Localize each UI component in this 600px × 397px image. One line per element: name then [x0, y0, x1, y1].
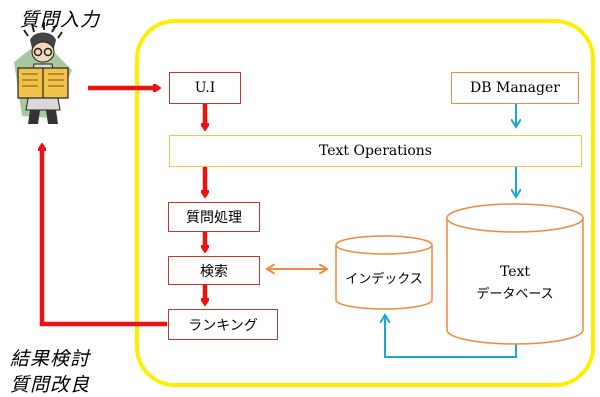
reading-person-icon: [14, 22, 72, 124]
query-refine-label: 質問改良: [10, 374, 91, 396]
main-flow-arrows: [42, 88, 205, 327]
arrow-ranking-to-user: [42, 146, 167, 327]
result-review-label: 結果検討: [10, 348, 91, 370]
text-db-label-line2: データベース: [476, 287, 554, 302]
db-manager-box: DB Manager: [451, 72, 579, 104]
db-flow-arrows: [385, 104, 517, 358]
arrow-textdb-to-index: [385, 316, 517, 358]
ui-box: U.I: [169, 72, 241, 104]
system-boundary: [135, 19, 595, 387]
ranking-box: ランキング: [168, 309, 278, 340]
query-processing-box: 質問処理: [168, 202, 260, 232]
search-box: 検索: [168, 256, 260, 285]
text-db-cylinder: [446, 203, 584, 345]
index-cylinder: [335, 235, 433, 310]
query-input-label: 質問入力: [20, 9, 101, 31]
index-label: インデックス: [345, 272, 423, 287]
text-db-label-line1: Text: [499, 264, 531, 280]
text-operations-box: Text Operations: [169, 135, 582, 167]
